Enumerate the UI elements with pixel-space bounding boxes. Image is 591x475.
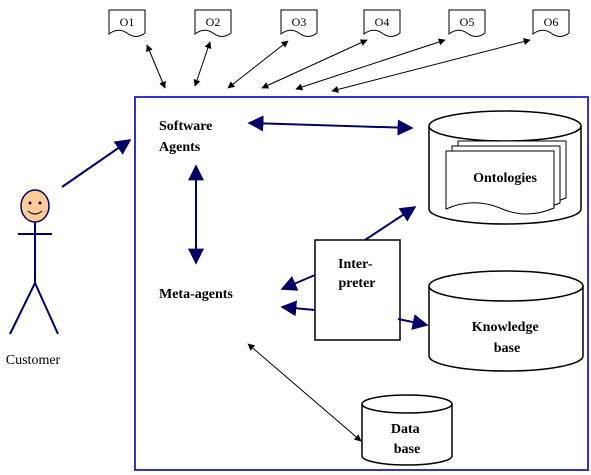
knowledge-base-store: [428, 270, 584, 372]
interpreter-label: Inter- preter: [338, 257, 376, 291]
software-agents-label: Software Agents: [159, 119, 216, 155]
customer-arrow: [61, 139, 132, 188]
document-o2-arrow: [193, 41, 212, 87]
document-o4-arrow: [261, 39, 368, 89]
document-o6: O6: [532, 9, 570, 37]
database-store: [361, 394, 453, 466]
document-o5: O5: [448, 9, 486, 37]
ontologies-store: [428, 110, 582, 225]
document-o3: O3: [280, 9, 318, 37]
document-o4: O4: [363, 9, 401, 37]
system-boundary: [134, 96, 589, 471]
database-label: Data base: [391, 422, 423, 457]
knowledge-base-label: Knowledge base: [472, 320, 542, 356]
ontologies-label: Ontologies: [473, 171, 537, 186]
agents-ontologies-arrow: [247, 115, 414, 136]
interpreter-meta-arrow-2: [280, 300, 316, 317]
interpreter-knowledge-arrow: [397, 314, 429, 330]
interpreter-box: [314, 239, 401, 341]
interpreter-meta-arrow-1: [280, 274, 316, 291]
meta-agents-label: Meta-agents: [159, 287, 233, 302]
document-o5-label: O5: [460, 15, 475, 29]
document-o2-label: O2: [206, 15, 221, 29]
document-o3-arrow: [227, 40, 289, 89]
document-o3-label: O3: [292, 15, 307, 29]
document-o1-label: O1: [120, 15, 135, 29]
customer-head: [20, 189, 50, 223]
customer-actor: [9, 189, 59, 335]
document-o6-label: O6: [544, 15, 559, 29]
document-o2: O2: [194, 9, 232, 37]
document-o6-arrow: [331, 38, 531, 93]
document-o5-arrow: [295, 38, 446, 91]
document-o4-label: O4: [375, 15, 390, 29]
meta-database-arrow: [247, 343, 362, 442]
document-o1: O1: [108, 9, 146, 37]
interpreter-ontologies-arrow: [364, 206, 417, 241]
customer-label: Customer: [6, 353, 61, 368]
document-o1-arrow: [146, 44, 166, 89]
